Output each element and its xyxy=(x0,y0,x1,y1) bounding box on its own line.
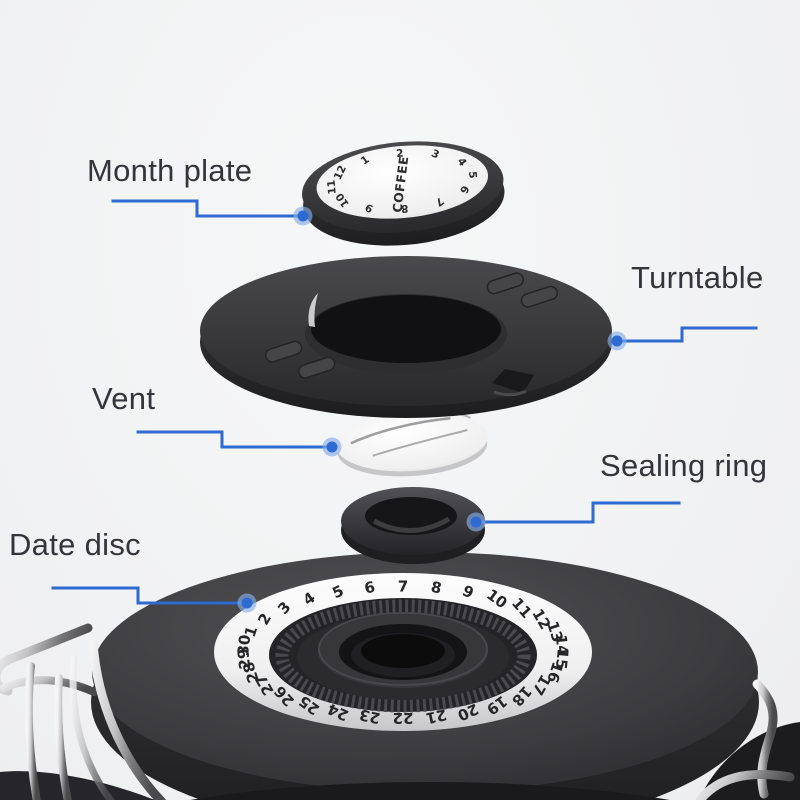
right-clamp xyxy=(695,679,800,800)
leader-line-sealing-ring xyxy=(477,501,681,524)
svg-text:6: 6 xyxy=(363,578,377,598)
svg-text:12: 12 xyxy=(332,164,349,182)
brand-text: COFFEE xyxy=(389,155,411,213)
connector-dots xyxy=(237,206,627,613)
label-month-plate: Month plate xyxy=(87,153,253,188)
connector-dot-turntable xyxy=(607,331,627,351)
turntable-notch xyxy=(492,369,534,393)
turntable-bump xyxy=(486,272,524,295)
vent-slot xyxy=(372,429,468,457)
knurled-ring xyxy=(275,599,531,713)
svg-text:22: 22 xyxy=(393,709,414,727)
sealing-ring-part xyxy=(341,487,485,564)
svg-text:5: 5 xyxy=(466,171,479,179)
svg-text:30: 30 xyxy=(234,634,254,657)
label-turntable: Turntable xyxy=(631,260,764,295)
leader-line-vent xyxy=(136,430,331,449)
connector-dot-date-disc xyxy=(237,593,257,613)
turntable-bump xyxy=(265,340,303,363)
svg-text:7: 7 xyxy=(398,577,408,595)
turntable-bump xyxy=(298,356,336,379)
connector-dot-vent xyxy=(322,437,342,457)
svg-text:29: 29 xyxy=(234,648,254,671)
svg-text:3: 3 xyxy=(429,147,441,161)
svg-text:16: 16 xyxy=(543,660,567,685)
leader-line-month-plate xyxy=(111,199,302,218)
svg-text:23: 23 xyxy=(358,705,382,727)
svg-text:11: 11 xyxy=(326,179,339,195)
svg-text:9: 9 xyxy=(363,201,375,215)
label-sealing-ring: Sealing ring xyxy=(600,448,768,483)
svg-text:8: 8 xyxy=(400,202,408,215)
vent-part xyxy=(336,410,488,477)
svg-text:15: 15 xyxy=(552,648,572,671)
label-date-disc: Date disc xyxy=(9,527,141,562)
turntable-part xyxy=(200,256,612,418)
leader-line-date-disc xyxy=(51,586,246,605)
svg-text:13: 13 xyxy=(543,619,567,644)
left-clamp xyxy=(0,623,167,800)
svg-text:28: 28 xyxy=(239,660,263,685)
leader-lines xyxy=(51,199,758,605)
svg-text:8: 8 xyxy=(429,578,443,598)
label-vent: Vent xyxy=(92,381,156,416)
svg-text:2: 2 xyxy=(396,148,404,161)
svg-text:14: 14 xyxy=(552,634,572,657)
leader-line-turntable xyxy=(618,326,758,343)
connector-dot-month-plate xyxy=(293,206,313,226)
turntable-bump xyxy=(520,285,559,308)
connector-dot-sealing-ring xyxy=(466,512,486,532)
svg-text:6: 6 xyxy=(457,183,471,195)
vent-slot xyxy=(350,417,451,445)
